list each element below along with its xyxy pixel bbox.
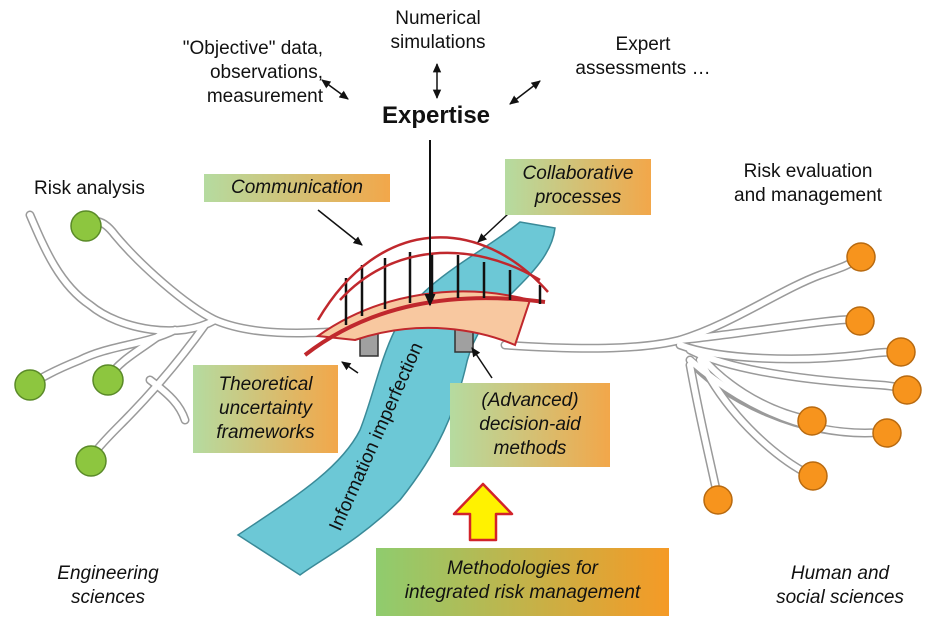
orange-node [703, 485, 733, 515]
orange-node [886, 337, 916, 367]
methodologies-box: Methodologies for integrated risk manage… [404, 558, 641, 603]
human-social-sciences-label: Human and social sciences [776, 563, 904, 608]
expertise-arrows [317, 62, 541, 379]
bridge-arch-lower [339, 251, 541, 301]
orange-nodes [703, 242, 922, 515]
collaborative-box-bg [505, 159, 651, 215]
green-node [14, 369, 46, 401]
communication-box: Communication [231, 177, 363, 198]
green-node [75, 445, 107, 477]
orange-node [797, 406, 827, 436]
expert-assessments-label: Expert assessments … [575, 34, 711, 79]
risk-analysis-label: Risk analysis [34, 178, 145, 199]
expertise-label: Expertise [381, 102, 491, 129]
green-node [92, 364, 124, 396]
orange-node [872, 418, 902, 448]
communication-box-bg [204, 174, 390, 202]
green-node [70, 210, 102, 242]
orange-node [845, 306, 875, 336]
orange-node [798, 461, 828, 491]
up-arrow [452, 482, 514, 542]
decision-aid-box: (Advanced) decision-aid methods [479, 390, 581, 459]
orange-node [846, 242, 876, 272]
green-nodes [14, 210, 124, 477]
numerical-simulations-label: Numerical simulations [390, 8, 486, 53]
collaborative-processes-box: Collaborative processes [522, 163, 634, 208]
objective-data-label: "Objective" data, observations, measurem… [182, 38, 323, 107]
risk-evaluation-label: Risk evaluation and management [734, 161, 882, 206]
methodologies-box-bg [376, 548, 669, 616]
theoretical-box-bg [193, 365, 338, 453]
engineering-sciences-label: Engineering sciences [57, 563, 159, 608]
theoretical-frameworks-box: Theoretical uncertainty frameworks [216, 374, 315, 443]
orange-node [892, 375, 922, 405]
decision-aid-box-bg [450, 383, 610, 467]
